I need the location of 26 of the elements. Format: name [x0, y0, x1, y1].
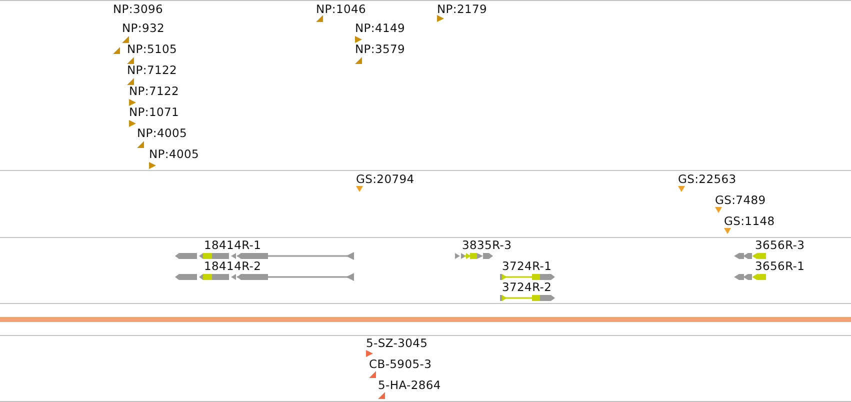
- feature-label: 5-HA-2864: [378, 379, 441, 392]
- feature-label: NP:4005: [137, 127, 188, 140]
- feature-label: CB-5905-3: [369, 358, 432, 371]
- feature-label: NP:3579: [355, 43, 406, 56]
- feature-label: NP:1071: [129, 106, 180, 119]
- feature-label: NP:4005: [149, 148, 200, 161]
- feature-label: GS:20794: [356, 173, 414, 186]
- feature-label: NP:5105: [127, 43, 178, 56]
- feature-label: NP:3096: [113, 3, 164, 16]
- feature-label: NP:932: [122, 22, 165, 35]
- feature-label: GS:22563: [678, 173, 736, 186]
- feature-label: GS:1148: [724, 215, 775, 228]
- feature-label: 3835R-3: [462, 239, 512, 252]
- feature-label: NP:7122: [129, 85, 180, 98]
- feature-label: 3656R-3: [755, 239, 805, 252]
- feature-label: NP:2179: [437, 3, 488, 16]
- feature-label: NP:4149: [355, 22, 406, 35]
- feature-label: NP:7122: [127, 64, 178, 77]
- feature-label: NP:1046: [316, 3, 366, 16]
- feature-label: 3724R-1: [502, 260, 552, 273]
- feature-label: 18414R-1: [204, 239, 262, 252]
- feature-label: 5-SZ-3045: [366, 337, 428, 350]
- feature-label: 3656R-1: [755, 260, 805, 273]
- feature-label: GS:7489: [715, 194, 766, 207]
- feature-label: 18414R-2: [204, 260, 262, 273]
- feature-label: 3724R-2: [502, 281, 552, 294]
